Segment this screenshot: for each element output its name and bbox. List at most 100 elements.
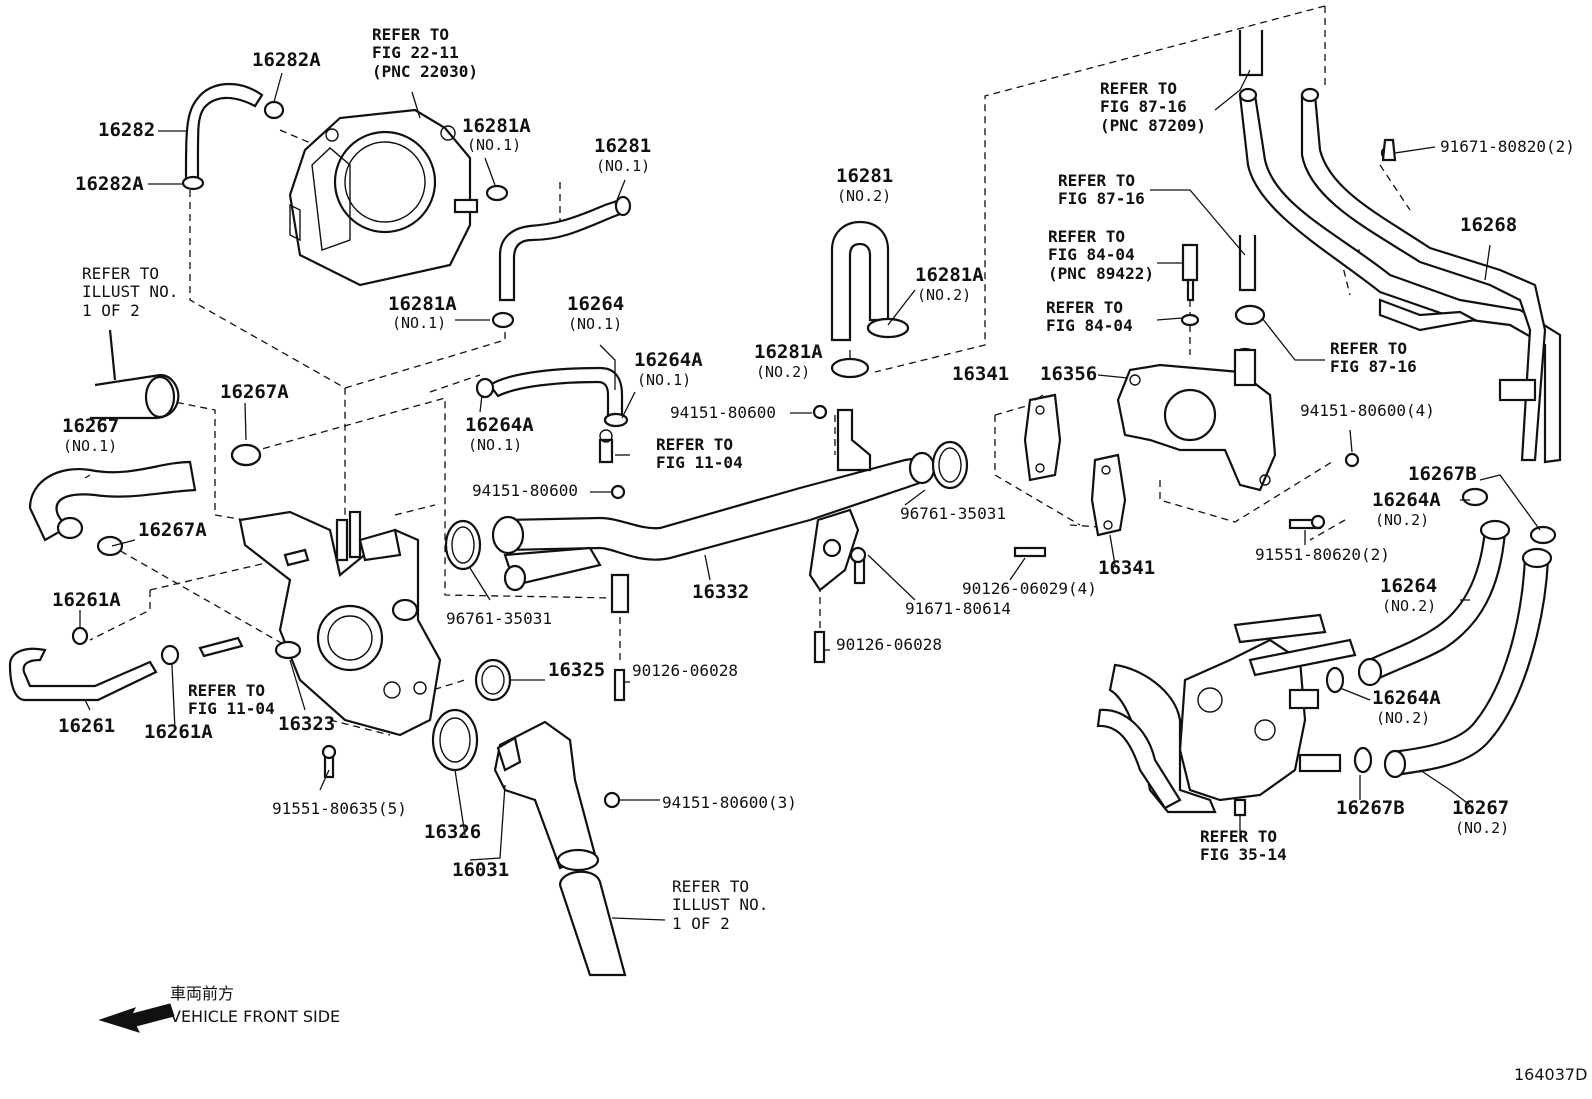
part-96761-35031-right: 96761-35031 [900,504,1006,523]
part-90126-06028-a: 90126-06028 [632,661,738,680]
water-pump-lower-right [1096,613,1373,817]
ref-illust-top: REFER TO ILLUST NO. 1 OF 2 [82,264,179,320]
leader-lines [79,69,1541,921]
gasket-16341-left [1023,393,1062,482]
part-90126-06029: 90126-06029(4) [962,579,1097,598]
part-91551-80635: 91551-80635(5) [272,799,407,818]
part-16323: 16323 [278,713,336,735]
part-16281-no2-sub: (NO.2) [837,187,892,205]
part-16281A-no2-a-sub: (NO.2) [917,286,972,304]
part-16267-no2-sub: (NO.2) [1455,819,1510,837]
part-16264A-no2-a: 16264A [1372,489,1441,511]
part-16264A-no1-a: 16264A [634,349,703,371]
part-16261: 16261 [58,715,116,737]
ref-fig-22-11: REFER TO FIG 22-11 (PNC 22030) [372,25,478,81]
part-16264-no1: 16264 [567,293,625,315]
part-16264A-no1-a-sub: (NO.1) [637,371,692,389]
part-16281-no1: 16281 [594,135,652,157]
vehicle-front-jp: 車両前方 [170,984,235,1003]
part-16341-b: 16341 [1098,557,1156,579]
gasket-96761-left [444,519,482,571]
part-94151-80600-4: 94151-80600(4) [1300,401,1435,420]
part-16031: 16031 [452,859,510,881]
part-16267-no1-sub: (NO.1) [63,437,118,455]
water-bypass-pipe-16332 [491,408,936,614]
water-inlet-16031 [493,720,621,872]
part-91671-80614: 91671-80614 [905,599,1011,618]
water-outlet-16323 [238,510,442,737]
throttle-body-22030 [288,108,479,287]
gasket-96761-right [931,440,969,490]
part-16281A-no1-a-sub: (NO.1) [467,136,522,154]
ref-fig-84-04-a: REFER TO FIG 84-04 (PNC 89422) [1048,227,1154,283]
ref-fig-87-16-a: REFER TO FIG 87-16 (PNC 87209) [1100,79,1206,135]
part-96761-35031-left: 96761-35031 [446,609,552,628]
part-16264A-no2-b: 16264A [1372,687,1441,709]
part-16282A-left: 16282A [75,173,144,195]
part-16267A-top: 16267A [220,381,289,403]
ref-fig-84-04-b: REFER TO FIG 84-04 [1046,298,1133,336]
part-16264-no2: 16264 [1380,575,1438,597]
pipe-16268 [1238,30,1562,464]
part-16267B-b: 16267B [1336,797,1405,819]
part-16264A-no2-b-sub: (NO.2) [1376,709,1431,727]
vehicle-front-en: VEHICLE FRONT SIDE [170,1007,341,1026]
part-16326: 16326 [424,821,482,843]
part-16264-no1-sub: (NO.1) [568,315,623,333]
ref-fig-87-16-b: REFER TO FIG 87-16 [1058,171,1145,209]
part-16356: 16356 [1040,363,1098,385]
part-16267B-a: 16267B [1408,463,1477,485]
gasket-16341-right [1090,453,1127,537]
part-91671-80820: 91671-80820(2) [1440,137,1575,156]
ref-fig-11-04-b: REFER TO FIG 11-04 [188,681,275,719]
part-16281A-no1-a: 16281A [462,115,531,137]
part-16281-no2: 16281 [836,165,894,187]
hose-16264-no2 [1357,487,1511,687]
part-16332: 16332 [692,581,750,603]
part-16281A-no2-a: 16281A [915,264,984,286]
ref-fig-35-14: REFER TO FIG 35-14 [1200,827,1287,865]
gasket-16326 [431,708,479,772]
part-16281A-no2-b: 16281A [754,341,823,363]
part-16281A-no1-b-sub: (NO.1) [392,314,447,332]
ref-fig-87-16-c: REFER TO FIG 87-16 [1330,339,1417,377]
vehicle-front-arrow-icon [98,1003,175,1033]
part-16264A-no2-a-sub: (NO.2) [1375,511,1430,529]
hose-16282 [181,82,285,191]
hose-16281-no2 [830,220,910,379]
part-16267A-bottom: 16267A [138,519,207,541]
part-16261A-b: 16261A [144,721,213,743]
figure-id: 164037D [1514,1065,1588,1084]
part-16341-a: 16341 [952,363,1010,385]
ref-fig-11-04-a: REFER TO FIG 11-04 [656,435,743,473]
part-91551-80620: 91551-80620(2) [1255,545,1390,564]
part-16281-no1-sub: (NO.1) [596,157,651,175]
part-94151-80600-a: 94151-80600 [670,403,776,422]
part-16267-no2: 16267 [1452,797,1510,819]
water-outlet-16356 [1116,243,1277,492]
hose-16261 [8,626,244,702]
hose-bottom [558,870,627,977]
part-16282A-top: 16282A [252,49,321,71]
part-94151-80600-b: 94151-80600 [472,481,578,500]
part-16264A-no1-b-sub: (NO.1) [468,436,523,454]
part-16264-no2-sub: (NO.2) [1382,597,1437,615]
part-16281A-no1-b: 16281A [388,293,457,315]
hose-16281-no1 [485,184,632,329]
part-16281A-no2-b-sub: (NO.2) [756,363,811,381]
fasteners [321,138,1397,779]
hose-clamps [230,304,1266,467]
part-16261A-a: 16261A [52,589,121,611]
ref-illust-bottom: REFER TO ILLUST NO. 1 OF 2 [672,877,769,933]
part-16267-no1: 16267 [62,415,120,437]
part-94151-80600-3: 94151-80600(3) [662,793,797,812]
part-16325: 16325 [548,659,606,681]
part-16264A-no1-b: 16264A [465,414,534,436]
gasket-16325 [474,658,512,702]
part-16268: 16268 [1460,214,1518,236]
hose-16267-no2 [1383,525,1557,779]
hose-top-left [90,329,180,420]
part-90126-06028-b: 90126-06028 [836,635,942,654]
part-16282: 16282 [98,119,156,141]
